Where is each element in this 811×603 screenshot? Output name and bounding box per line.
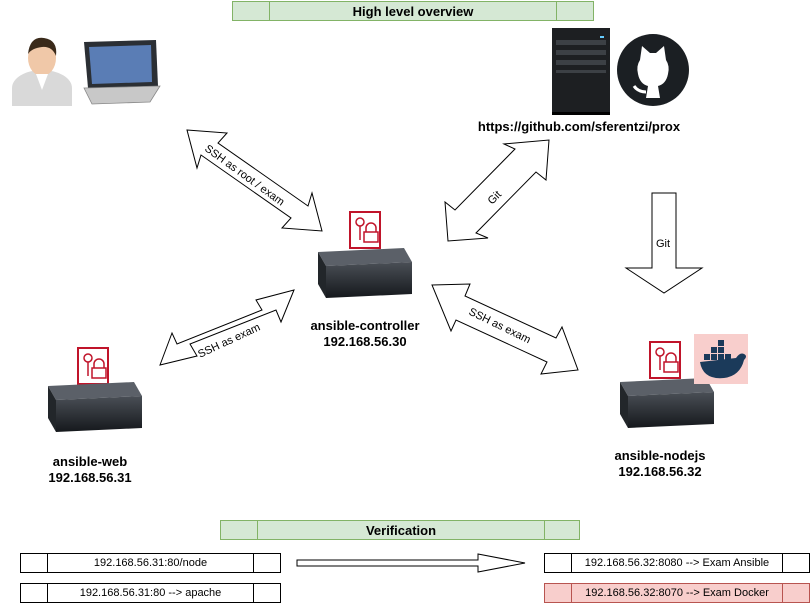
nodejs-ip: 192.168.56.32: [618, 464, 702, 479]
row-cap: [253, 554, 280, 572]
row-cap: [782, 554, 809, 572]
verification-bar-right-cap: [544, 521, 579, 539]
title-bar-right-cap: [556, 2, 593, 20]
row-cap: [782, 584, 809, 602]
github-logo-icon: [617, 34, 689, 106]
controller-name: ansible-controller: [310, 318, 420, 333]
verification-left-1-text: 192.168.56.31:80/node: [93, 557, 208, 569]
web-name: ansible-web: [52, 454, 128, 469]
arrow-ssh-root: [186, 129, 323, 232]
verification-bar-left-cap: [221, 521, 258, 539]
web-server-icon: [48, 347, 142, 432]
verification-row-right-1: 192.168.56.32:8080 --> Exam Ansible: [544, 553, 810, 573]
row-cap: [21, 584, 48, 602]
docker-icon: [694, 334, 748, 384]
verification-left-2-text: 192.168.56.31:80 --> apache: [79, 587, 222, 599]
verification-title: Verification: [365, 522, 437, 538]
verification-row-right-2: 192.168.56.32:8070 --> Exam Docker: [544, 583, 810, 603]
arrow-ssh-nodejs: [431, 283, 579, 375]
row-cap: [253, 584, 280, 602]
row-cap: [545, 584, 572, 602]
controller-server-icon: [318, 211, 412, 298]
verification-row-left-2: 192.168.56.31:80 --> apache: [20, 583, 281, 603]
arrow-git-diagonal: [444, 139, 550, 242]
nodejs-server-icon: [620, 341, 714, 428]
laptop-icon: [83, 40, 161, 105]
web-ip: 192.168.56.31: [48, 470, 132, 485]
github-url-label: https://github.com/sferentzi/prox: [477, 119, 681, 134]
row-cap: [21, 554, 48, 572]
row-cap: [545, 554, 572, 572]
overview-title: High level overview: [352, 3, 474, 19]
verification-row-left-1: 192.168.56.31:80/node: [20, 553, 281, 573]
arrow-git-down: [624, 192, 704, 294]
title-bar-left-cap: [233, 2, 270, 20]
arrow-verification: [296, 553, 526, 573]
verification-right-1-text: 192.168.56.32:8080 --> Exam Ansible: [584, 557, 770, 569]
arrow-ssh-web: [159, 289, 295, 366]
overview-title-bar: High level overview: [232, 1, 594, 21]
controller-ip: 192.168.56.30: [323, 334, 407, 349]
nodejs-name: ansible-nodejs: [614, 448, 706, 463]
server-tower-icon: [552, 28, 610, 115]
arrow-label-git-down: Git: [656, 238, 670, 250]
verification-right-2-text: 192.168.56.32:8070 --> Exam Docker: [585, 587, 769, 599]
arrow-label-ssh-root: SSH as root / exam: [202, 143, 286, 209]
user-icon: [12, 37, 72, 106]
verification-title-bar: Verification: [220, 520, 580, 540]
